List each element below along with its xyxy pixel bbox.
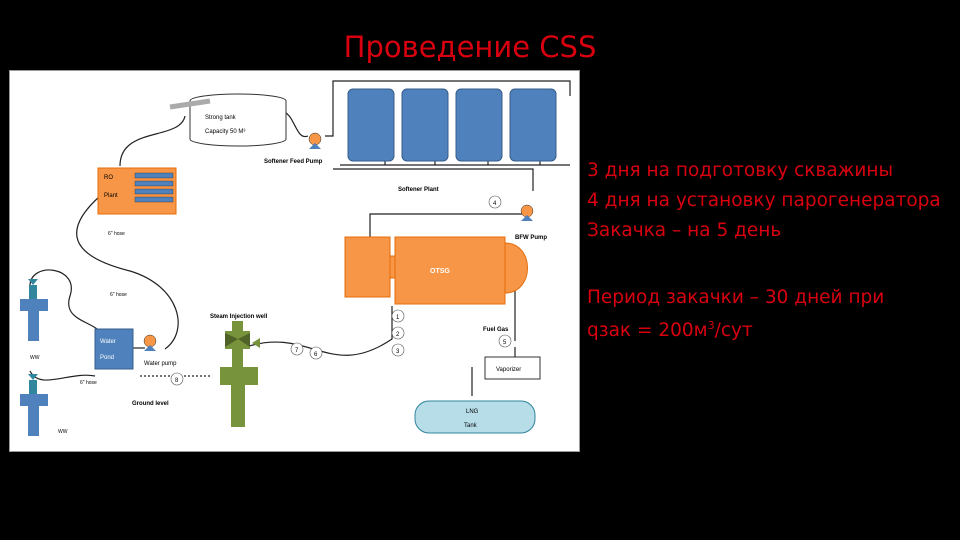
marker-8-label: 8 (175, 378, 179, 384)
hose-label-2: 6" hose (110, 292, 127, 298)
injection-start-text: Закачка – на 5 день (587, 220, 782, 241)
marker-5-label: 5 (503, 340, 507, 346)
pipe-softener-feed (325, 80, 571, 137)
ro-plant-label-2: Plant (104, 193, 118, 199)
steam-injection-well-label: Steam Injection well (210, 314, 268, 320)
pipe-ww-top (29, 269, 102, 342)
water-pond: Water Pond (94, 328, 134, 370)
fuel-gas-label: Fuel Gas (483, 327, 509, 333)
injection-rate-unit: /сут (714, 320, 753, 342)
softener-feed-pump: Softener Feed Pump (264, 132, 323, 165)
softener-plant-label: Softener Plant (398, 187, 439, 193)
marker-4: 4 (488, 195, 502, 209)
marker-1: 1 (391, 309, 405, 323)
marker-2: 2 (391, 326, 405, 340)
steam-injection-well: Steam Injection well (210, 314, 268, 427)
bfw-pump: BFW Pump (515, 204, 547, 241)
pipe-ro-to-tank (119, 115, 186, 167)
marker-8: 8 (170, 372, 184, 386)
marker-3: 3 (391, 343, 405, 357)
pipe-pond-wells (76, 195, 179, 350)
bfw-pump-label: BFW Pump (515, 235, 547, 241)
storage-tank-label: Strong tank (205, 115, 237, 121)
marker-5: 5 (498, 334, 512, 348)
marker-4-label: 4 (493, 201, 497, 207)
water-well-bottom: WW (20, 374, 68, 436)
hose-label-3: 6" hose (80, 380, 97, 386)
pipe-ww-bottom (29, 370, 96, 381)
generator-setup-text: 4 дня на установку парогенератора (587, 190, 941, 211)
ro-plant-label-1: RO (104, 175, 113, 181)
ground-level-label: Ground level (132, 401, 169, 407)
softener-vessel-1 (347, 88, 395, 162)
water-well-top-label: WW (30, 355, 40, 361)
water-pond-label-1: Water (100, 339, 116, 345)
storage-capacity-label: Capacity 50 M³ (205, 129, 245, 135)
pipe-softener-header (340, 161, 570, 166)
water-pond-label-2: Pond (100, 355, 114, 361)
marker-2-label: 2 (396, 332, 400, 338)
softener-vessel-3 (455, 88, 503, 162)
water-well-top: WW (20, 279, 48, 361)
marker-7-label: 7 (295, 348, 299, 354)
softener-vessel-2 (401, 88, 449, 162)
injection-rate-exponent: 3 (707, 319, 715, 332)
water-pump: Water pump (143, 334, 177, 367)
lng-tank-label-1: LNG (466, 409, 479, 415)
water-pump-label: Water pump (144, 361, 177, 367)
marker-7: 7 (290, 342, 304, 356)
marker-1-label: 1 (396, 315, 400, 321)
pipe-softener-to-ro (333, 168, 534, 191)
injection-rate-value: qзак = 200м (587, 320, 708, 342)
lng-tank: LNG Tank (414, 400, 536, 434)
ro-plant: RO Plant (97, 167, 177, 215)
softener-vessel-4 (509, 88, 557, 162)
softener-plant: Softener Plant (347, 88, 557, 193)
marker-3-label: 3 (396, 349, 400, 355)
otsg: OTSG (344, 236, 528, 305)
marker-6: 6 (309, 346, 323, 360)
pipe-bfw-loop (369, 213, 530, 239)
pipe-steam (245, 306, 393, 356)
softener-feed-pump-label: Softener Feed Pump (264, 159, 323, 165)
vaporizer: Vaporizer Fuel Gas (483, 327, 541, 380)
otsg-label: OTSG (430, 268, 450, 275)
prep-days-text: 3 дня на подготовку скважины (587, 160, 894, 181)
process-diagram: Strong tank Capacity 50 M³ Softener Feed… (9, 70, 580, 452)
injection-period-text: Период закачки – 30 дней при (587, 287, 885, 308)
slide-title: Проведение CSS (343, 30, 597, 64)
process-diagram-svg: Strong tank Capacity 50 M³ Softener Feed… (20, 80, 571, 436)
marker-6-label: 6 (314, 352, 318, 358)
lng-tank-label-2: Tank (464, 423, 478, 429)
storage-tank: Strong tank Capacity 50 M³ (169, 93, 287, 147)
injection-rate-text: qзак = 200м3/сут (587, 311, 753, 346)
hose-label-1: 6" hose (108, 231, 125, 237)
vaporizer-label: Vaporizer (496, 367, 521, 373)
water-well-bottom-label: WW (58, 429, 68, 435)
